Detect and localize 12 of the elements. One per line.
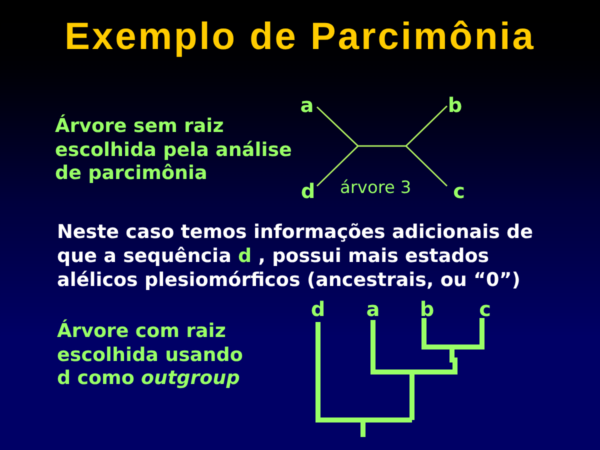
tip-label: d [300,181,316,201]
tip-label: c [479,299,491,319]
tip-label: a [300,95,314,115]
paragraph: Neste caso temos informações adicionais de que a sequência d , possui mais estados alélicos plesiomórficos (ancestrais, ou “0”) [57,220,534,292]
tip-label: c [453,181,465,201]
tip-label: a [366,299,380,319]
slide-title: Exemplo de Parcimônia [64,18,536,56]
tip-label: b [420,299,434,319]
tip-label: d [310,299,326,319]
tip-label: b [448,95,462,115]
caption-text: Árvore sem raiz escolhida pela análise de parcimônia [55,115,293,186]
caption-text: Árvore com raiz escolhida usando d como outgroup [57,320,244,390]
